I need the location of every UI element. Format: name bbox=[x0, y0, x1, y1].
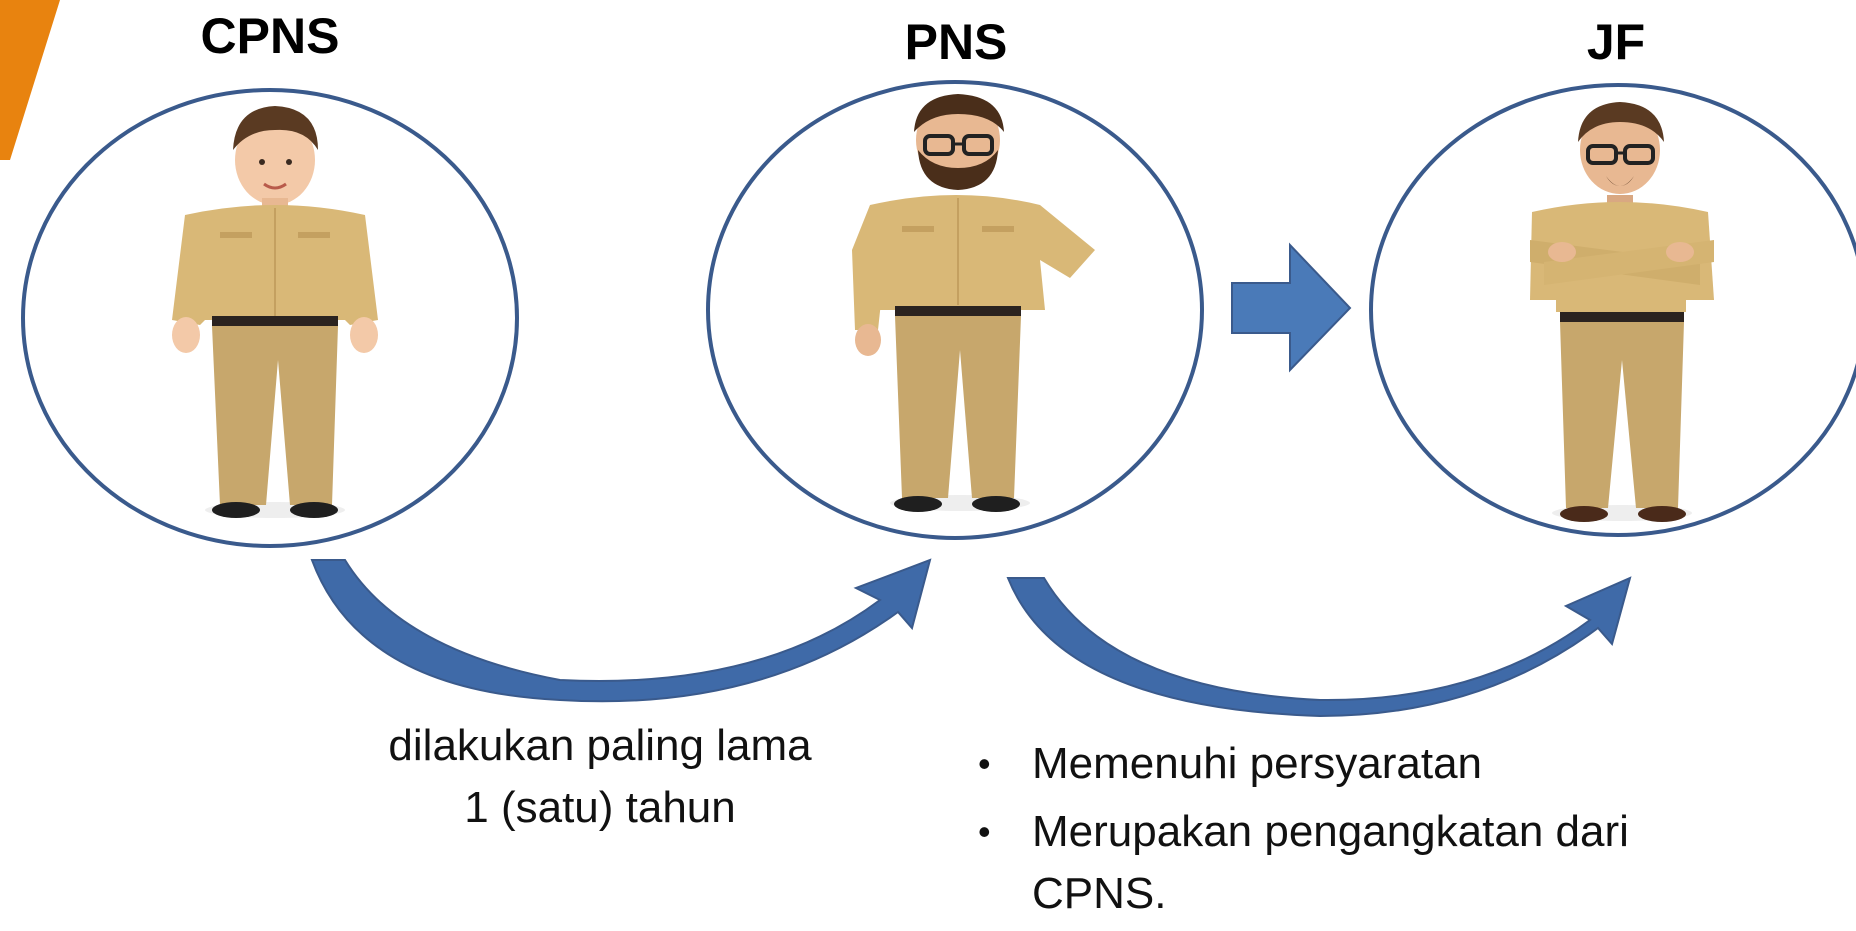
list-item: • Merupakan pengangkatan dari CPNS. bbox=[970, 801, 1830, 925]
right-block-arrow-icon bbox=[1231, 242, 1352, 373]
transition-2-requirements-list: • Memenuhi persyaratan • Merupakan penga… bbox=[970, 733, 1830, 931]
transition-1-caption: dilakukan paling lama 1 (satu) tahun bbox=[300, 715, 900, 839]
stage-title-cpns: CPNS bbox=[200, 8, 340, 64]
list-item: • Memenuhi persyaratan bbox=[970, 733, 1830, 795]
bullet-icon: • bbox=[978, 811, 991, 852]
jf-figure-icon bbox=[1530, 102, 1714, 522]
curved-arrow-pns-to-jf-icon bbox=[1006, 576, 1632, 718]
cpns-figure-icon bbox=[172, 106, 378, 518]
stage-title-pns: PNS bbox=[904, 14, 1008, 70]
transition-1-caption-line2: 1 (satu) tahun bbox=[464, 783, 736, 832]
requirement-text-continued: CPNS. bbox=[1032, 869, 1167, 918]
pns-figure-icon bbox=[852, 94, 1095, 512]
requirement-text: Memenuhi persyaratan bbox=[1032, 739, 1483, 788]
transition-1-caption-line1: dilakukan paling lama bbox=[388, 721, 812, 770]
stage-title-jf: JF bbox=[1586, 14, 1646, 70]
orange-corner-accent bbox=[0, 0, 60, 160]
requirement-text: Merupakan pengangkatan dari bbox=[1032, 807, 1629, 856]
bullet-icon: • bbox=[978, 743, 991, 784]
curved-arrow-cpns-to-pns-icon bbox=[310, 558, 932, 703]
